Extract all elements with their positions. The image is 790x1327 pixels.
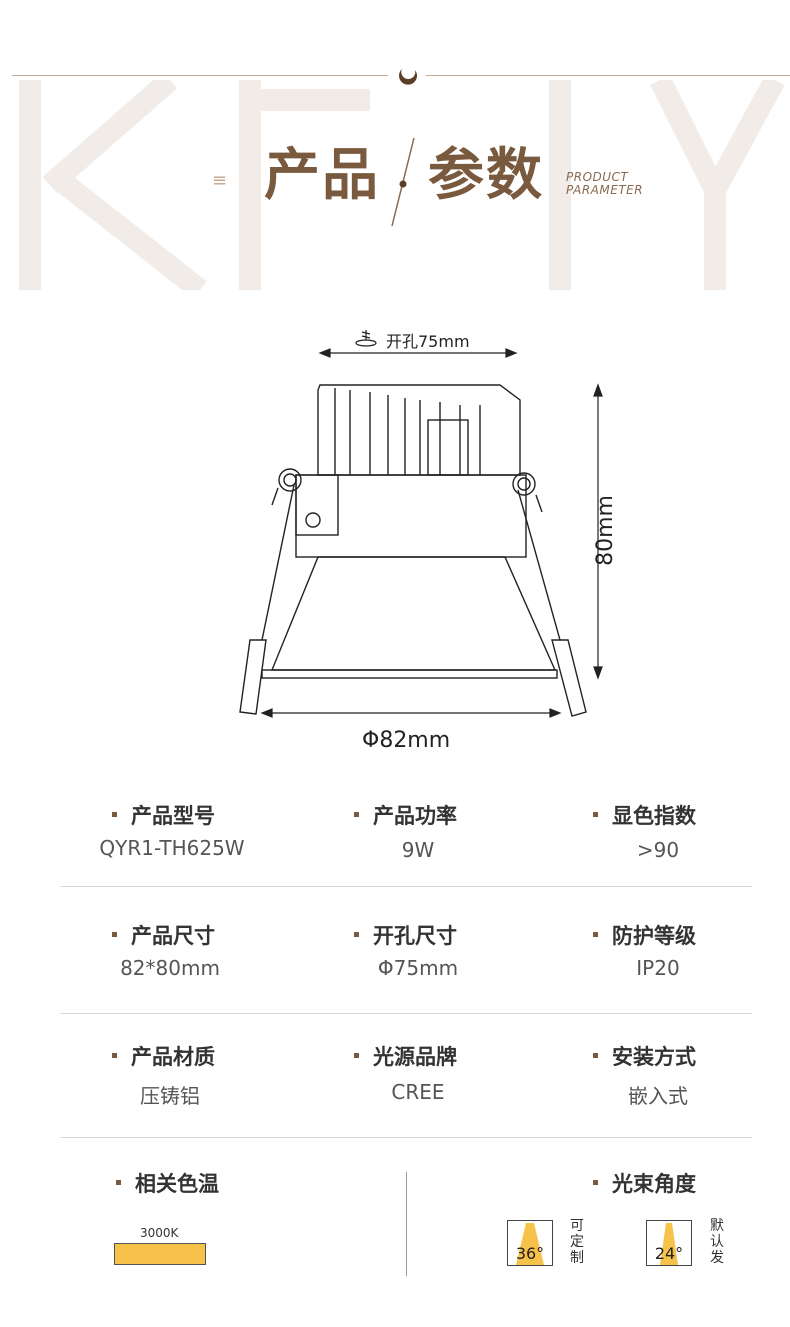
color-temp-swatch-label: 3000K: [140, 1226, 179, 1240]
beam-angle-label-text: 光束角度: [612, 1172, 696, 1196]
spec-label-model: 产品型号: [112, 800, 215, 830]
bullet-icon: [593, 1179, 598, 1185]
beam-24-note: 默认发: [710, 1218, 724, 1266]
spec-label-text: 显色指数: [612, 804, 696, 828]
page-subtitle: PRODUCT PARAMETER: [566, 171, 643, 197]
bullet-icon: [112, 931, 117, 937]
spec-value-ip: IP20: [636, 956, 680, 980]
spec-value-material: 压铸铝: [140, 1084, 200, 1108]
bullet-icon: [354, 1052, 359, 1058]
background-watermark: [19, 80, 785, 290]
spec-label-text: 防护等级: [612, 924, 696, 948]
spec-label-install: 安装方式: [593, 1041, 696, 1071]
bullet-icon: [354, 931, 359, 937]
spec-value-cri: >90: [636, 838, 680, 862]
cutout-dimension-label: 开孔75mm: [386, 332, 470, 351]
spec-divider: [60, 1013, 752, 1014]
bullet-icon: [112, 1052, 117, 1058]
bullet-icon: [116, 1179, 121, 1185]
beam-24-degree: 24°: [654, 1244, 684, 1263]
spec-label-text: 光源品牌: [373, 1045, 457, 1069]
beam-36-note: 可定制: [570, 1218, 584, 1266]
spec-label-text: 产品尺寸: [131, 924, 215, 948]
spec-value-light-source: CREE: [391, 1080, 445, 1104]
color-temp-label-text: 相关色温: [135, 1172, 219, 1196]
spec-value-power: 9W: [401, 838, 435, 862]
spec-label-cri: 显色指数: [593, 800, 696, 830]
beam-angle-label: 光束角度: [593, 1168, 696, 1198]
page-title-part2: 参数: [428, 143, 544, 208]
page-title-part1: 产品: [264, 143, 380, 208]
beam-36-icon: 36°: [507, 1220, 553, 1266]
beam-36-degree: 36°: [515, 1244, 545, 1263]
vertical-divider: [406, 1172, 407, 1276]
spec-value-model: QYR1-TH625W: [99, 836, 245, 860]
spec-value-size: 82*80mm: [120, 956, 220, 980]
title-separator: [391, 138, 415, 227]
spec-label-text: 产品材质: [131, 1045, 215, 1069]
spec-value-cutout: Φ75mm: [377, 956, 459, 980]
color-temp-swatch: [114, 1243, 206, 1265]
spec-label-light-source: 光源品牌: [354, 1041, 457, 1071]
subtitle-line1: PRODUCT: [566, 170, 629, 184]
subtitle-line2: PARAMETER: [566, 183, 644, 197]
menu-lines-icon: ≡: [212, 170, 228, 191]
beam-24-icon: 24°: [646, 1220, 692, 1266]
diameter-dimension-label: Φ82mm: [362, 728, 451, 753]
drill-icon: [355, 330, 377, 347]
spec-value-install: 嵌入式: [628, 1084, 688, 1108]
spec-label-ip: 防护等级: [593, 920, 696, 950]
bullet-icon: [354, 811, 359, 817]
spec-label-text: 产品型号: [131, 804, 215, 828]
spec-label-material: 产品材质: [112, 1041, 215, 1071]
header-line-left: [12, 75, 388, 76]
color-temp-label: 相关色温: [116, 1168, 219, 1198]
spec-label-text: 安装方式: [612, 1045, 696, 1069]
bullet-icon: [112, 811, 117, 817]
spec-label-size: 产品尺寸: [112, 920, 215, 950]
spec-label-cutout: 开孔尺寸: [354, 920, 457, 950]
bullet-icon: [593, 931, 598, 937]
spec-divider: [60, 1137, 752, 1138]
spec-label-power: 产品功率: [354, 800, 457, 830]
spec-divider: [60, 886, 752, 887]
bullet-icon: [593, 811, 598, 817]
product-dimension-drawing: [239, 330, 603, 718]
height-dimension-label: 80mm: [592, 495, 618, 566]
spec-label-text: 产品功率: [373, 804, 457, 828]
spec-label-text: 开孔尺寸: [373, 924, 457, 948]
bullet-icon: [593, 1052, 598, 1058]
crescent-moon-icon: [399, 69, 418, 85]
header-line-right: [426, 75, 790, 76]
